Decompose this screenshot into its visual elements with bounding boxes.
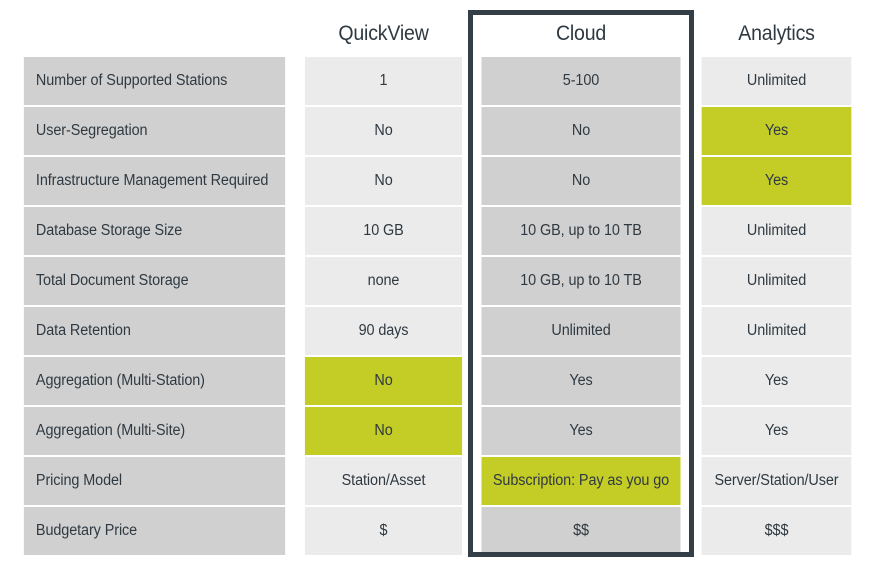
cell-analytics: Yes <box>701 407 852 455</box>
cell-quickview: No <box>304 107 463 155</box>
cell-cloud: Unlimited <box>481 307 681 355</box>
cell-cloud: 5-100 <box>481 57 681 105</box>
cell-quickview: 90 days <box>304 307 463 355</box>
feature-label: Aggregation (Multi-Station) <box>23 357 286 405</box>
feature-label: Pricing Model <box>23 457 286 505</box>
feature-label: User-Segregation <box>23 107 286 155</box>
cell-analytics: Server/Station/User <box>701 457 852 505</box>
cell-analytics: $$$ <box>701 507 852 555</box>
column-header-cloud: Cloud <box>555 22 607 45</box>
cell-quickview-highlighted: No <box>304 357 463 405</box>
cell-cloud: Yes <box>481 407 681 455</box>
cell-quickview-highlighted: No <box>304 407 463 455</box>
cell-analytics-highlighted: Yes <box>701 157 852 205</box>
cell-cloud: $$ <box>481 507 681 555</box>
column-header-quickview: QuickView <box>338 22 429 45</box>
cell-quickview: 10 GB <box>304 207 463 255</box>
feature-label: Total Document Storage <box>23 257 286 305</box>
cell-cloud: Yes <box>481 357 681 405</box>
feature-label: Data Retention <box>23 307 286 355</box>
cell-cloud-highlighted: Subscription: Pay as you go <box>481 457 681 505</box>
cell-cloud: No <box>481 107 681 155</box>
cell-analytics: Yes <box>701 357 852 405</box>
cell-quickview: $ <box>304 507 463 555</box>
feature-label: Number of Supported Stations <box>23 57 286 105</box>
cell-cloud: 10 GB, up to 10 TB <box>481 207 681 255</box>
cell-cloud: No <box>481 157 681 205</box>
cell-cloud: 10 GB, up to 10 TB <box>481 257 681 305</box>
cell-analytics: Unlimited <box>701 307 852 355</box>
feature-label: Database Storage Size <box>23 207 286 255</box>
cell-analytics: Unlimited <box>701 207 852 255</box>
column-header-analytics: Analytics <box>738 22 815 45</box>
cell-analytics-highlighted: Yes <box>701 107 852 155</box>
cell-quickview: No <box>304 157 463 205</box>
cell-analytics: Unlimited <box>701 57 852 105</box>
cell-quickview: Station/Asset <box>304 457 463 505</box>
feature-label: Budgetary Price <box>23 507 286 555</box>
feature-label: Aggregation (Multi-Site) <box>23 407 286 455</box>
cell-quickview: none <box>304 257 463 305</box>
feature-label: Infrastructure Management Required <box>23 157 286 205</box>
cell-analytics: Unlimited <box>701 257 852 305</box>
cell-quickview: 1 <box>304 57 463 105</box>
